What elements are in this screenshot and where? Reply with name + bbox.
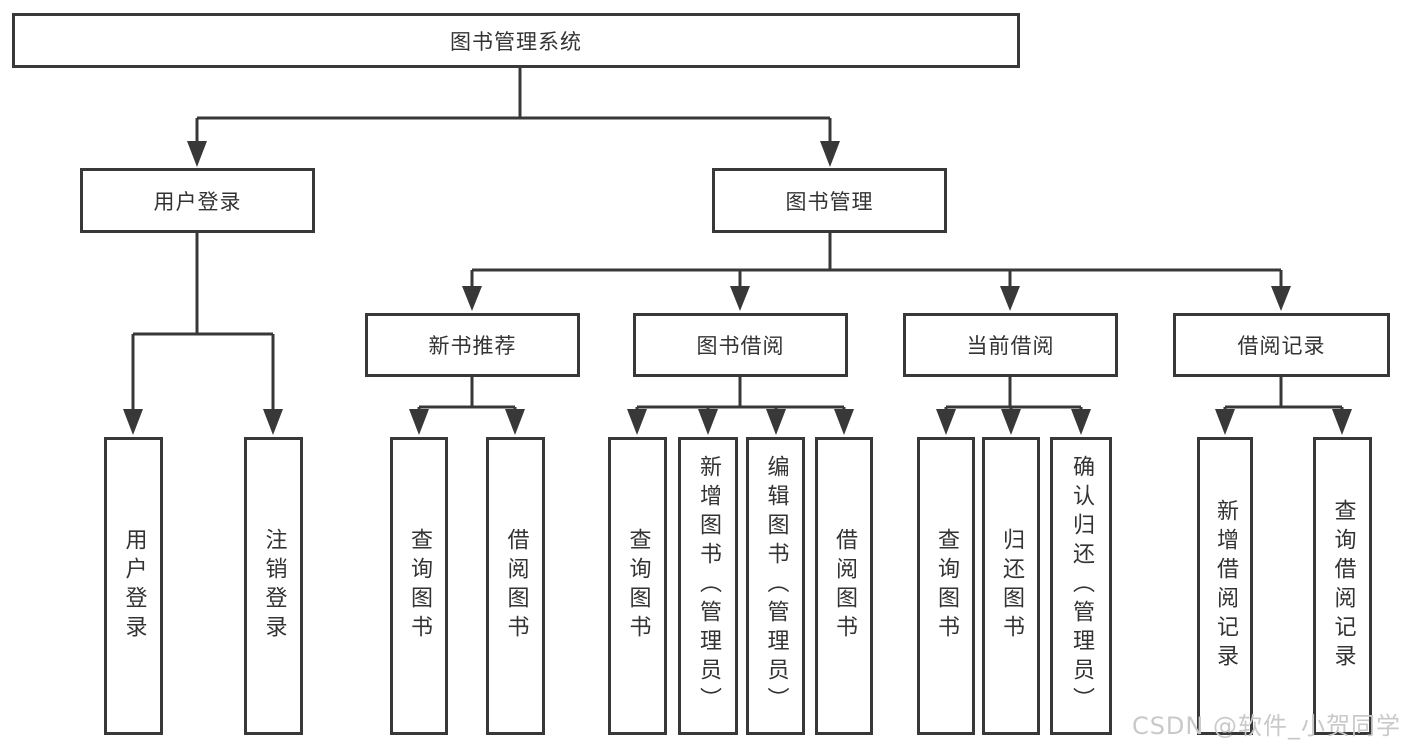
node-root: 图书管理系统 (12, 13, 1020, 68)
arrowhead (627, 409, 647, 435)
csdn-watermark: CSDN @软件_小贺同学 (1131, 712, 1401, 740)
leaf-logout: 注销登录 (244, 437, 303, 735)
arrowhead (1271, 286, 1291, 311)
leaf-label: 借阅图书 (832, 527, 857, 645)
node-borrow-records: 借阅记录 (1173, 313, 1390, 377)
node-new-book-recommend-label: 新书推荐 (428, 334, 517, 358)
arrowhead (1215, 409, 1235, 435)
node-current-borrow: 当前借阅 (903, 313, 1118, 377)
leaf-label: 归还图书 (999, 527, 1024, 645)
connector-new-book (417, 377, 517, 411)
arrowhead (1000, 286, 1020, 311)
leaf-label: 查询图书 (934, 527, 959, 645)
leaf-add-books-admin: 新增图书（管理员） (678, 437, 738, 735)
leaf-edit-books-admin: 编辑图书（管理员） (746, 437, 805, 735)
node-user-login-label: 用户登录 (153, 189, 242, 214)
node-book-borrow: 图书借阅 (633, 313, 848, 377)
leaf-user-login: 用户登录 (104, 437, 163, 735)
node-borrow-records-label: 借阅记录 (1237, 334, 1326, 358)
arrowhead (730, 286, 750, 311)
connector-user-login (131, 233, 275, 412)
arrowhead (834, 409, 854, 435)
leaf-query-books-borrow: 查询图书 (608, 437, 667, 735)
connector-current-borrow (944, 377, 1083, 411)
leaf-label: 查询图书 (407, 527, 432, 645)
node-root-label: 图书管理系统 (450, 29, 582, 54)
leaf-user-login-label: 用户登录 (121, 527, 147, 645)
leaf-borrow-books-recommend: 借阅图书 (486, 437, 545, 735)
node-new-book-recommend: 新书推荐 (365, 313, 580, 377)
connector-book-borrow (635, 377, 846, 411)
leaf-query-books-recommend: 查询图书 (390, 437, 448, 735)
leaf-query-books-current: 查询图书 (917, 437, 975, 735)
leaf-confirm-return-admin: 确认归还（管理员） (1050, 437, 1112, 735)
leaf-label: 查询借阅记录 (1330, 498, 1356, 674)
connector-book-management (470, 233, 1283, 289)
leaf-logout-label: 注销登录 (261, 527, 287, 645)
node-book-borrow-label: 图书借阅 (696, 334, 785, 358)
node-book-management-label: 图书管理 (785, 189, 874, 214)
node-current-borrow-label: 当前借阅 (966, 334, 1055, 358)
arrowhead (936, 409, 956, 435)
arrowhead (462, 286, 482, 311)
arrowhead (409, 409, 429, 435)
arrowhead (187, 141, 207, 167)
connector-borrow-records (1223, 377, 1344, 411)
leaf-label: 查询图书 (625, 527, 651, 645)
leaf-query-borrow-record: 查询借阅记录 (1313, 437, 1372, 735)
arrowhead (766, 409, 786, 435)
arrowhead (263, 409, 283, 435)
leaf-add-borrow-record: 新增借阅记录 (1197, 437, 1253, 735)
arrowhead (1001, 409, 1021, 435)
leaf-borrow-books: 借阅图书 (815, 437, 873, 735)
node-book-management: 图书管理 (712, 168, 947, 233)
leaf-label: 新增图书（管理员） (696, 455, 721, 717)
leaf-label: 借阅图书 (503, 527, 529, 645)
arrowhead (698, 409, 718, 435)
leaf-label: 新增借阅记录 (1213, 498, 1238, 674)
leaf-label: 编辑图书（管理员） (763, 455, 789, 717)
arrowhead (1332, 409, 1352, 435)
arrowhead (820, 141, 840, 167)
leaf-return-books: 归还图书 (982, 437, 1040, 735)
arrowhead (505, 409, 525, 435)
arrowhead (123, 409, 143, 435)
leaf-label: 确认归还（管理员） (1069, 455, 1094, 717)
node-user-login: 用户登录 (80, 168, 315, 233)
arrowhead (1071, 409, 1091, 435)
connector-root (195, 68, 832, 144)
